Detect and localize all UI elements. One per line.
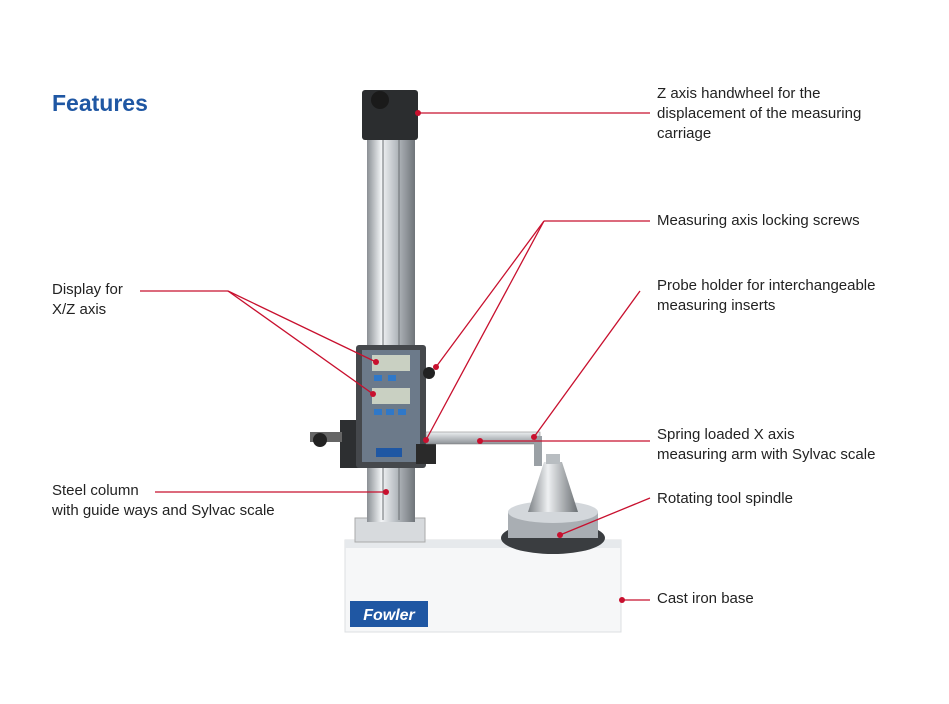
- label-base: Cast iron base: [657, 590, 754, 607]
- label-display: Display for X/Z axis: [52, 281, 123, 318]
- label-probe-holder: Probe holder for interchangeable measuri…: [657, 277, 876, 314]
- page-title: Features: [52, 90, 148, 116]
- column: [354, 90, 426, 543]
- svg-text:Fowler: Fowler: [363, 607, 415, 624]
- label-column: Steel column with guide ways and Sylvac …: [52, 482, 275, 519]
- label-x-arm: Spring loaded X axis measuring arm with …: [657, 426, 876, 463]
- label-spindle: Rotating tool spindle: [657, 490, 793, 507]
- carriage: [310, 345, 436, 468]
- leader-dots: [370, 110, 625, 603]
- fowler-logo: [350, 601, 428, 627]
- measuring-arm: [425, 431, 542, 466]
- base: Fowler: [344, 539, 622, 633]
- label-z-handwheel: Z axis handwheel for the displacement of…: [657, 85, 862, 142]
- leader-lines: [140, 112, 651, 601]
- spindle: [501, 454, 605, 554]
- handwheel-icon: [371, 91, 389, 109]
- label-locking-screws: Measuring axis locking screws: [657, 212, 860, 229]
